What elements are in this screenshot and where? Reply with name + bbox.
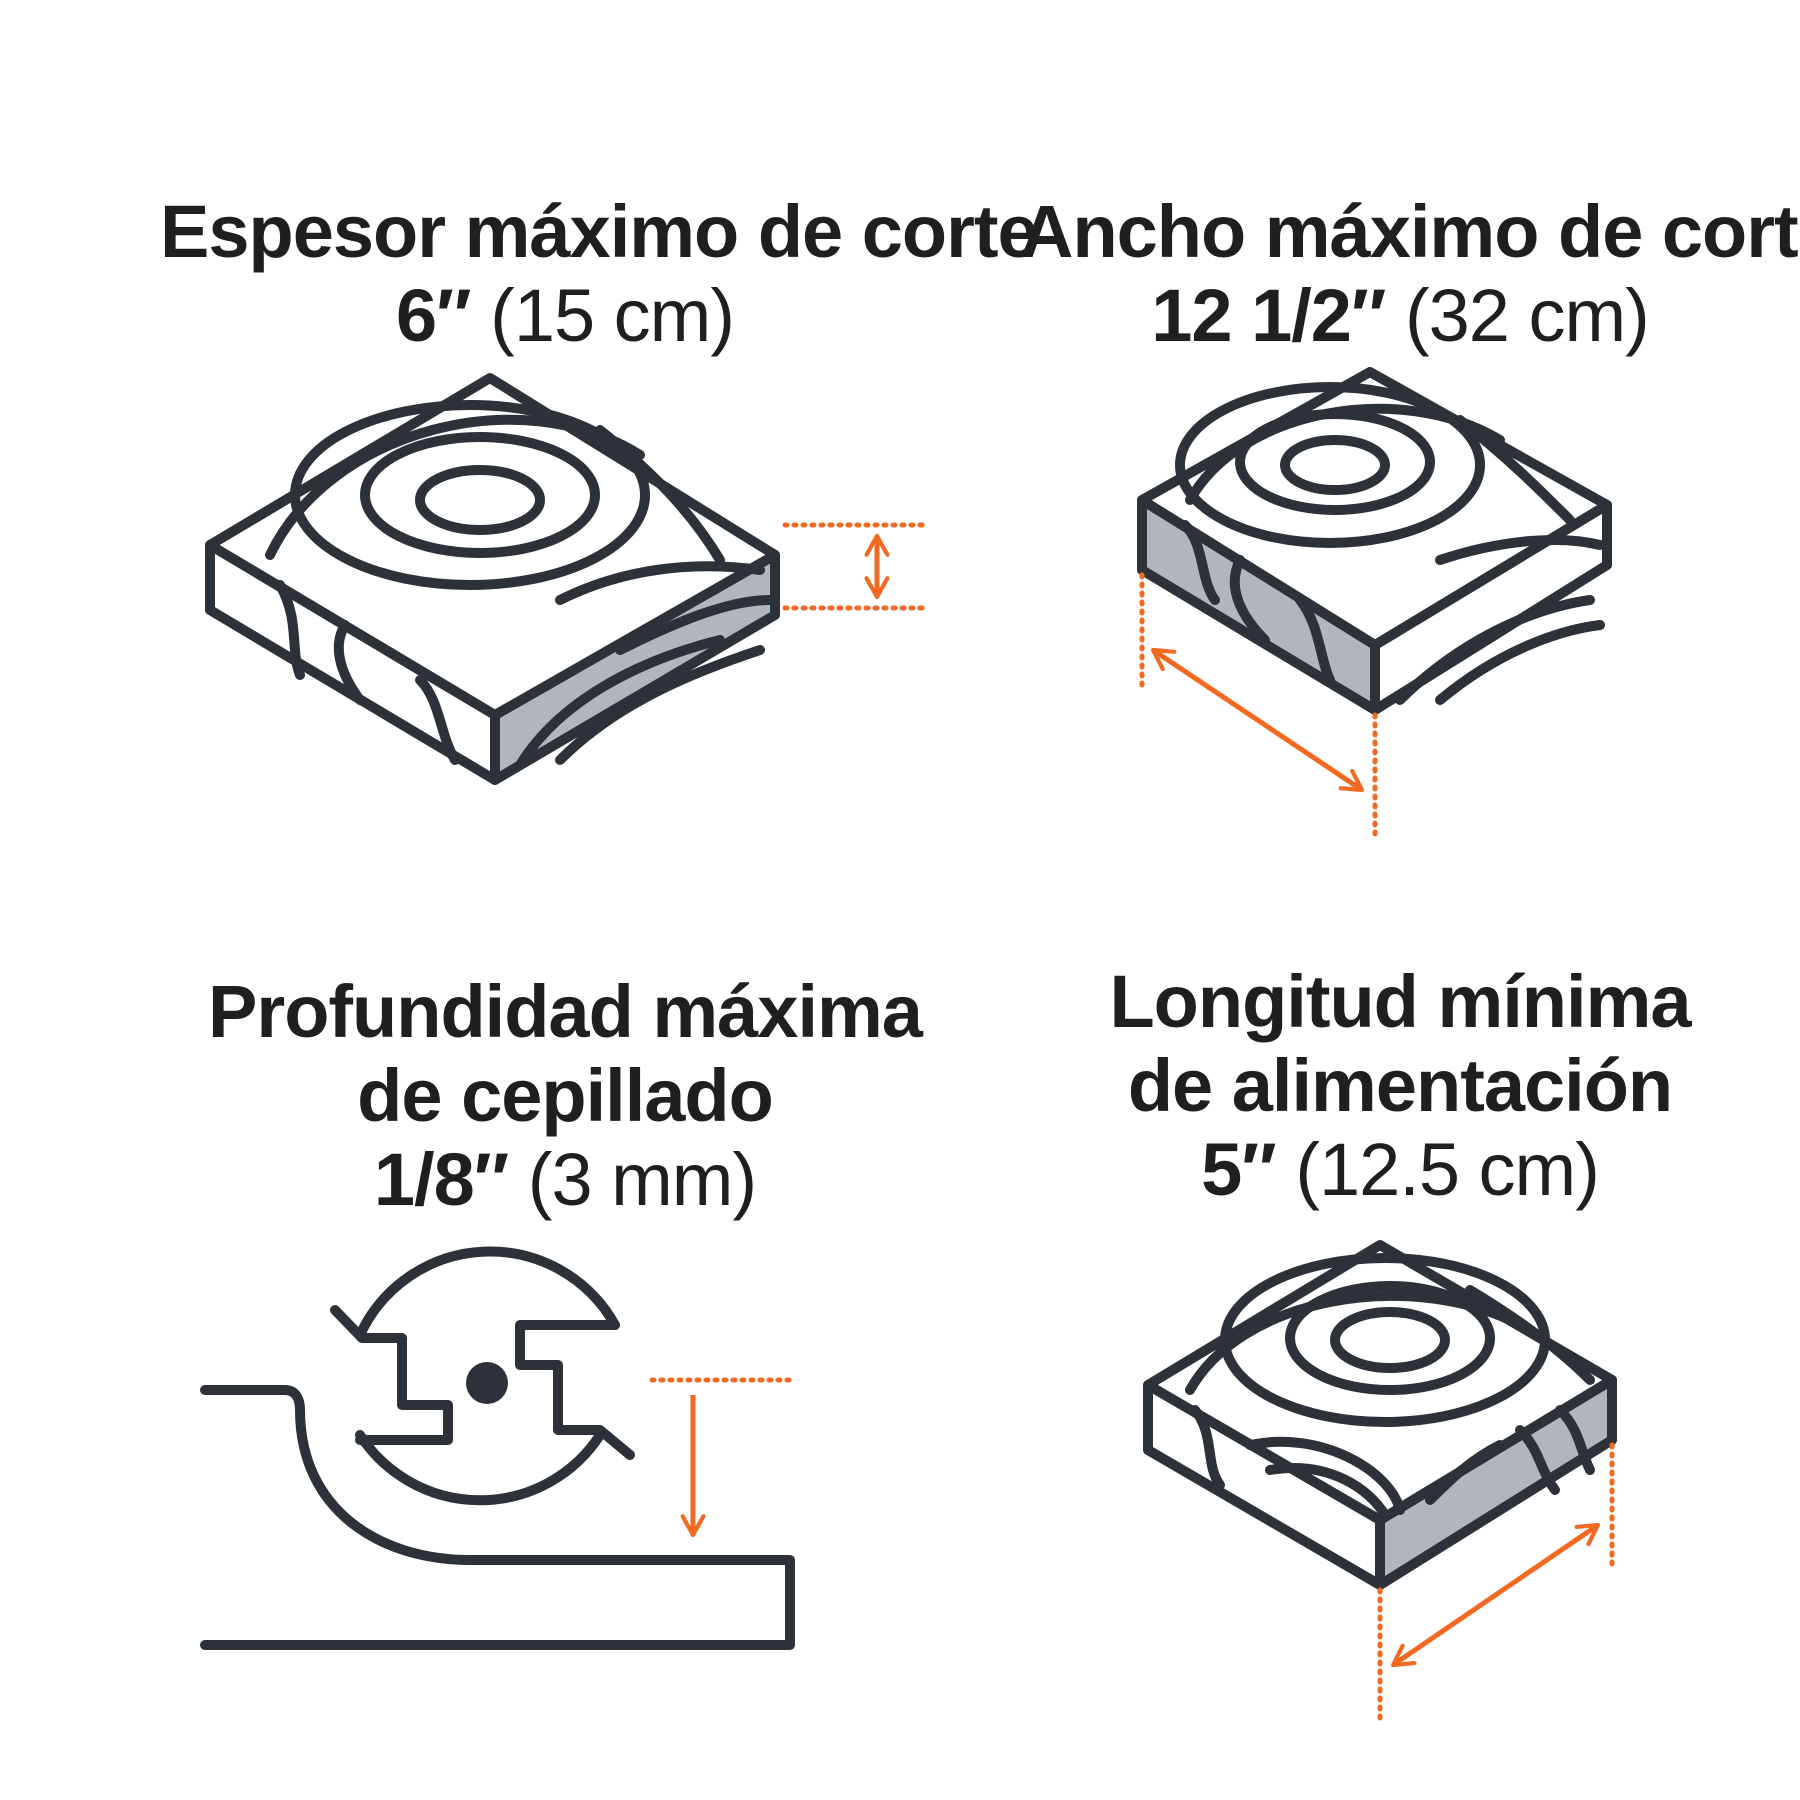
- planer-cutter-head-icon: [200, 1246, 795, 1650]
- length-dimension: [1377, 1442, 1615, 1723]
- length-value-imperial: 5″: [1201, 1128, 1277, 1211]
- width-value-metric: (32 cm): [1404, 274, 1650, 357]
- width-dimension: [1139, 572, 1378, 838]
- depth-value-metric: (3 mm): [527, 1138, 757, 1221]
- width-value: 12 1/2″ (32 cm): [1020, 274, 1780, 358]
- thickness-value-imperial: 6″: [396, 274, 472, 357]
- depth-spec: Profundidad máxima de cepillado 1/8″ (3 …: [160, 970, 970, 1222]
- length-label-line-1: Longitud mínima: [1109, 960, 1691, 1043]
- width-value-imperial: 12 1/2″: [1151, 274, 1386, 357]
- thickness-label: Espesor máximo de corte: [160, 190, 1039, 273]
- depth-label-line-2: de cepillado: [357, 1054, 774, 1137]
- board-thickness-icon: [205, 373, 780, 785]
- thickness-dimension: [782, 522, 928, 611]
- depth-value: 1/8″ (3 mm): [160, 1138, 970, 1222]
- board-length-icon: [1143, 1240, 1617, 1590]
- width-label: Ancho máximo de corte: [1020, 190, 1800, 273]
- length-spec: Longitud mínima de alimentación 5″ (12.5…: [1020, 960, 1780, 1212]
- thickness-spec: Espesor máximo de corte 6″ (15 cm): [160, 190, 1039, 358]
- width-spec: Ancho máximo de corte 12 1/2″ (32 cm): [1020, 190, 1800, 358]
- depth-value-imperial: 1/8″: [373, 1138, 509, 1221]
- thickness-value-metric: (15 cm): [490, 274, 735, 357]
- length-label-line-2: de alimentación: [1127, 1044, 1673, 1127]
- depth-label-line-1: Profundidad máxima: [208, 970, 923, 1053]
- depth-dimension: [649, 1377, 795, 1538]
- thickness-value: 6″ (15 cm): [160, 274, 970, 358]
- length-value-metric: (12.5 cm): [1295, 1128, 1600, 1211]
- board-width-icon: [1137, 367, 1612, 715]
- length-value: 5″ (12.5 cm): [1020, 1128, 1780, 1212]
